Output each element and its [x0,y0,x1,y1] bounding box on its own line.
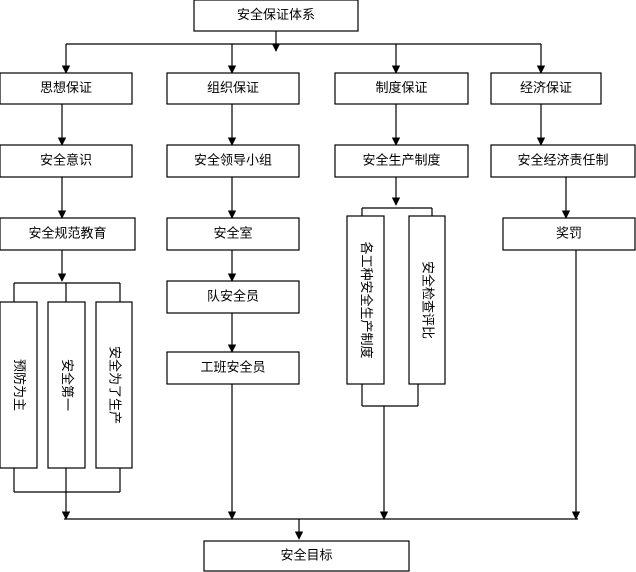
thought-level1: 安全意识 [40,153,92,169]
system-sub-1: 各工种安全生产制度 [358,241,374,358]
thought-level2: 安全规范教育 [28,226,106,242]
pillar-economy: 经济保证 安全经济责任制 奖罚 [490,72,636,251]
economy-level2: 奖罚 [556,227,582,242]
goal-label: 安全目标 [280,548,332,564]
organization-chain-3: 队安全员 [207,289,259,305]
system-level1: 安全生产制度 [362,153,440,169]
pillar-thought: 思想保证 安全意识 安全规范教育 预防为主 安全第一 安全为了生产 [0,72,136,469]
thought-title: 思想保证 [40,80,92,96]
economy-level1: 安全经济责任制 [517,153,608,169]
organization-chain-2: 安全室 [213,226,252,242]
economy-title: 经济保证 [520,81,572,96]
system-sub-2: 安全检查评比 [420,261,436,339]
organization-title: 组织保证 [207,81,259,96]
goal-node: 安全目标 [203,540,410,572]
thought-sub-2: 安全第一 [59,359,75,411]
thought-sub-1: 预防为主 [11,359,27,411]
top-node-label: 安全保证体系 [237,7,315,23]
system-title: 制度保证 [375,80,427,96]
pillar-system: 制度保证 安全生产制度 各工种安全生产制度 安全检查评比 [334,72,469,385]
organization-chain-4: 工班安全员 [200,360,265,376]
organization-chain-1: 安全领导小组 [194,153,272,169]
pillar-organization: 组织保证 安全领导小组 安全室 队安全员 工班安全员 [166,72,300,385]
thought-sub-3: 安全为了生产 [107,346,123,424]
top-node: 安全保证体系 [193,0,359,32]
connectors [13,31,581,540]
